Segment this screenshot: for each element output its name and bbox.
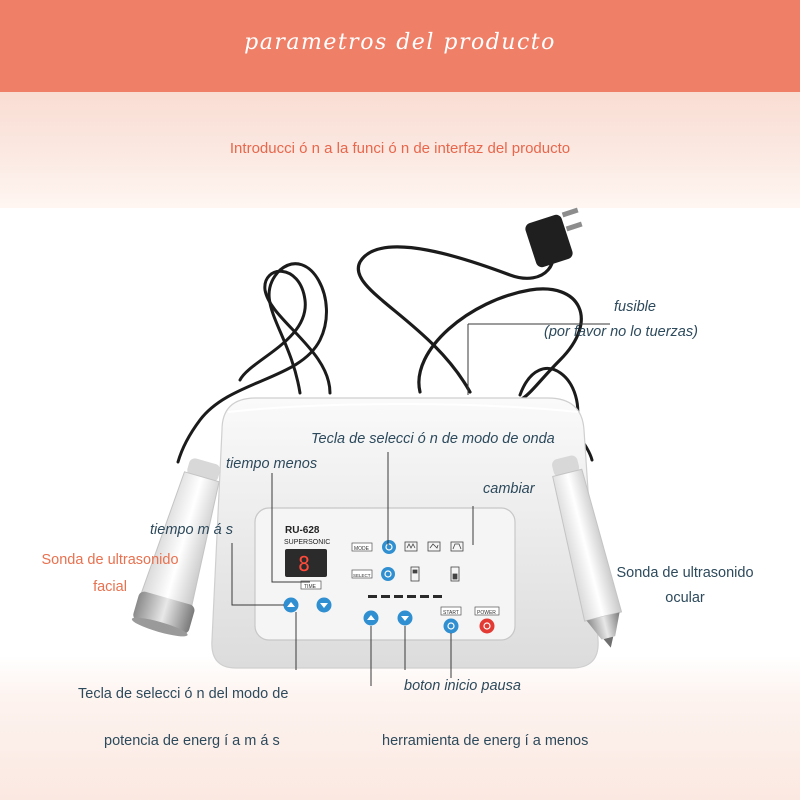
select-tag: SELECT bbox=[353, 573, 371, 578]
led-display bbox=[285, 549, 327, 577]
brand-label: SUPERSONIC bbox=[284, 539, 330, 546]
start-pause-button[interactable] bbox=[443, 618, 459, 634]
ocular-probe bbox=[552, 455, 623, 648]
led-digits: 8 bbox=[298, 552, 310, 576]
callout-lines bbox=[231, 323, 610, 686]
page-title: parametros del producto bbox=[244, 30, 556, 55]
power-level-icons bbox=[410, 566, 460, 582]
start-pause-label: boton inicio pausa bbox=[404, 678, 521, 694]
time-tag: TIME bbox=[304, 584, 317, 590]
select-button[interactable] bbox=[381, 567, 395, 581]
energy-up-button[interactable] bbox=[363, 610, 379, 626]
footer-band bbox=[0, 656, 800, 800]
top-banner bbox=[0, 0, 800, 92]
start-tag: START bbox=[443, 610, 459, 616]
wave-mode-key-label: Tecla de selecci ó n de modo de onda bbox=[311, 431, 555, 447]
mode-button[interactable] bbox=[382, 540, 396, 554]
facial-probe-label-1: Sonda de ultrasonido bbox=[41, 552, 179, 568]
energy-down-button[interactable] bbox=[397, 610, 413, 626]
ocular-probe-label-2: ocular bbox=[665, 590, 705, 606]
model-label: RU-628 bbox=[285, 525, 320, 536]
switch-label: cambiar bbox=[483, 481, 535, 497]
time-up-button[interactable] bbox=[283, 597, 299, 613]
facial-probe-label-2: facial bbox=[93, 579, 127, 595]
power-tag: POWER bbox=[477, 610, 496, 616]
time-down-button[interactable] bbox=[316, 597, 332, 613]
time-plus-label: tiempo m á s bbox=[150, 522, 233, 538]
ocular-probe-label-1: Sonda de ultrasonido bbox=[616, 565, 754, 581]
power-cable bbox=[356, 238, 583, 402]
energy-minus-label: herramienta de energ í a menos bbox=[382, 733, 589, 749]
power-mode-key-label: Tecla de selecci ó n del modo de bbox=[78, 686, 289, 702]
mode-tag: MODE bbox=[354, 546, 370, 552]
wave-mode-icons bbox=[404, 541, 464, 552]
energy-plus-label: potencia de energ í a m á s bbox=[104, 733, 280, 749]
fuse-label-2: (por favor no lo tuerzas) bbox=[544, 324, 698, 340]
power-plug bbox=[525, 207, 583, 268]
page-subtitle: Introducci ó n a la funci ó n de interfa… bbox=[229, 140, 571, 157]
fuse-label-1: fusible bbox=[614, 299, 656, 315]
energy-bar bbox=[368, 595, 442, 598]
facial-probe bbox=[131, 458, 221, 637]
power-button[interactable] bbox=[479, 618, 495, 634]
header-band bbox=[0, 92, 800, 208]
probe-cable-left bbox=[176, 262, 332, 464]
time-minus-label: tiempo menos bbox=[226, 456, 318, 472]
